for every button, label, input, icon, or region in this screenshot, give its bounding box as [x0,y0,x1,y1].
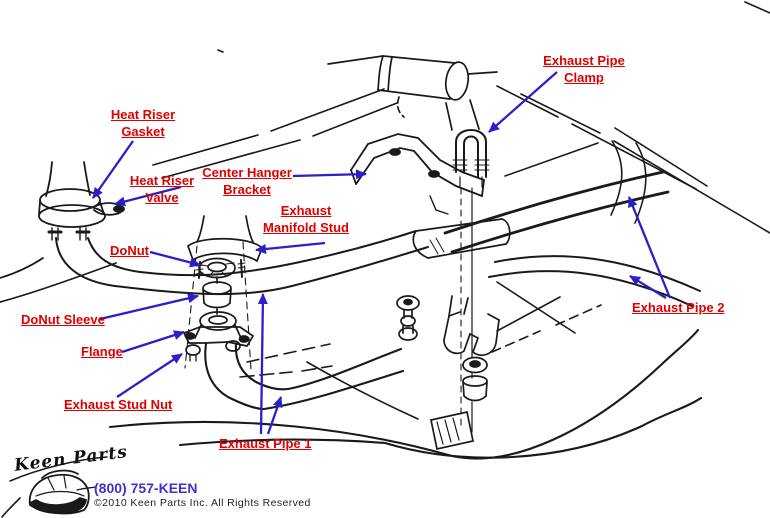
callout-exhaust-pipe-clamp[interactable]: Exhaust Pipe Clamp [529,52,639,86]
exhaust-pipe-2-art [443,140,701,307]
arrow-donut [149,250,201,268]
callout-line: Heat Riser [110,107,176,122]
arrow-center-hanger-bracket [292,169,367,180]
callout-donut-sleeve[interactable]: DoNut Sleeve [21,311,105,328]
callout-line: Bracket [223,182,271,197]
exhaust-pipe-1-art [204,342,405,411]
callout-flange[interactable]: Flange [81,343,123,360]
arrow-donut-sleeve [99,293,199,321]
center-hanger-bracket-art [350,133,485,215]
callout-line: Exhaust Stud Nut [64,397,173,412]
arrow-exhaust-pipe-2b [629,275,667,299]
callout-line: Gasket [121,124,165,139]
callout-exhaust-stud-nut[interactable]: Exhaust Stud Nut [64,396,172,413]
callout-line: Clamp [564,70,604,85]
arrow-exhaust-manifold-stud [255,241,326,254]
callout-arrows [92,71,672,435]
callout-heat-riser-valve[interactable]: Heat Riser Valve [107,172,217,206]
callout-line: Heat Riser [129,173,195,188]
callout-exhaust-manifold-stud[interactable]: Exhaust Manifold Stud [251,202,361,236]
callout-line: Exhaust Pipe 2 [632,300,725,315]
muffler-assembly [396,187,511,451]
callout-donut[interactable]: DoNut [110,242,149,259]
arrow-flange [121,330,185,354]
frame-lines [108,1,770,460]
callout-heat-riser-gasket[interactable]: Heat Riser Gasket [88,106,198,140]
callout-center-hanger-bracket[interactable]: Center Hanger Bracket [192,164,302,198]
arrow-heat-riser-gasket [92,140,134,199]
flange-stack [182,215,263,371]
brand-logo-car [1,456,108,518]
callout-line: Flange [81,344,123,359]
phone-number: (800) 757-KEEN [94,480,198,496]
callout-exhaust-pipe-2[interactable]: Exhaust Pipe 2 [632,299,724,316]
callout-line: Center Hanger [202,165,292,180]
arrow-exhaust-pipe-1a [257,293,268,435]
callout-line: DoNut Sleeve [21,312,105,327]
arrow-exhaust-pipe-clamp [488,71,558,133]
callout-line: Exhaust [280,203,332,218]
u-bolt-clamp-art [452,129,490,188]
copyright-notice: ©2010 Keen Parts Inc. All Rights Reserve… [94,497,311,509]
callout-line: Exhaust Pipe [543,53,625,68]
front-pipe-coupler [327,55,498,131]
callout-line: Exhaust Pipe 1 [219,436,312,451]
arrow-exhaust-pipe-2a [627,196,672,299]
callout-line: DoNut [110,243,149,258]
front-pipe-sweep [0,230,429,303]
arrow-heat-riser-valve [114,185,182,207]
arrow-exhaust-pipe-1b [266,396,283,435]
callout-exhaust-pipe-1[interactable]: Exhaust Pipe 1 [219,435,311,452]
callout-line: Valve [145,190,179,205]
arrow-exhaust-stud-nut [116,353,183,398]
callout-line: Manifold Stud [263,220,349,235]
